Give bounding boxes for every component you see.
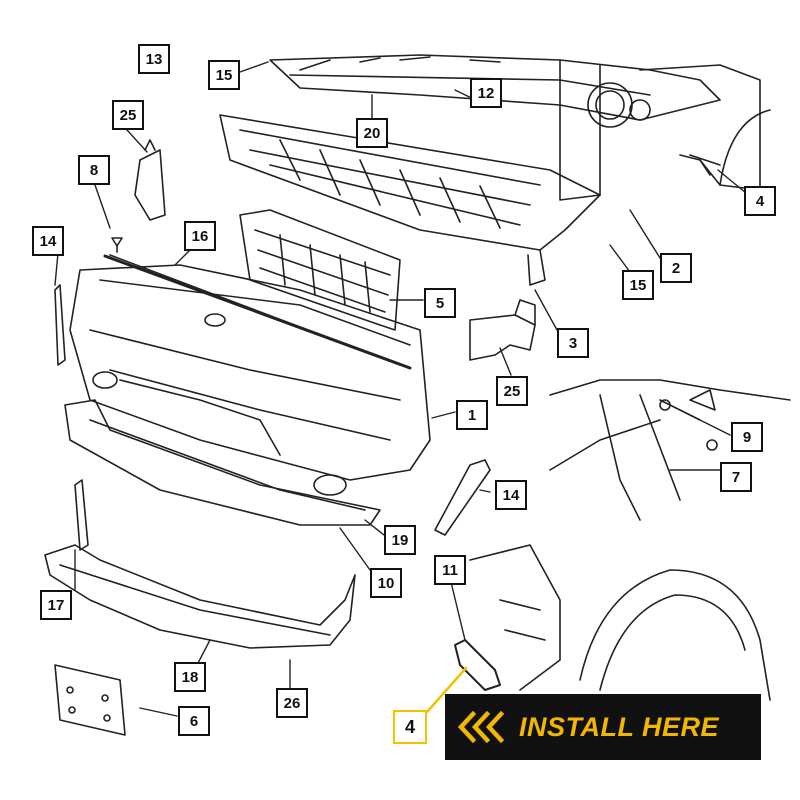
front-splitter (44, 544, 356, 649)
callout-20: 20 (356, 118, 388, 148)
triple-chevron-left-icon (457, 710, 505, 744)
clip-8 (111, 237, 123, 253)
callout-14-left: 14 (32, 226, 64, 256)
callout-5: 5 (424, 288, 456, 318)
callout-11: 11 (434, 555, 466, 585)
upper-molding (103, 254, 412, 370)
detail-inset-wheel-arch (469, 544, 771, 701)
callout-25-upper: 25 (112, 100, 144, 130)
callout-10: 10 (370, 568, 402, 598)
install-leader-line (425, 666, 468, 714)
callout-26: 26 (276, 688, 308, 718)
callout-25-lower: 25 (496, 376, 528, 406)
callout-12: 12 (470, 78, 502, 108)
callout-18: 18 (174, 662, 206, 692)
callout-4-upper: 4 (744, 186, 776, 216)
callout-13: 13 (138, 44, 170, 74)
callout-15-lower: 15 (622, 270, 654, 300)
detail-inset-upper (549, 379, 791, 521)
side-marker-right (434, 459, 491, 536)
license-plate-bracket (54, 664, 126, 736)
callout-8: 8 (78, 155, 110, 185)
callout-1: 1 (456, 400, 488, 430)
bumper-reinforcement-beam (269, 54, 721, 201)
bracket-17 (74, 479, 89, 551)
install-here-banner: INSTALL HERE (445, 694, 761, 760)
lower-valance (64, 399, 381, 526)
callout-7: 7 (720, 462, 752, 492)
install-here-text: INSTALL HERE (519, 711, 720, 742)
fascia-bracket-4 (454, 639, 501, 691)
side-marker-left (54, 284, 66, 366)
callout-14-right: 14 (495, 480, 527, 510)
callout-6: 6 (178, 706, 210, 736)
callout-19: 19 (384, 525, 416, 555)
callout-17: 17 (40, 590, 72, 620)
callout-15-upper: 15 (208, 60, 240, 90)
callout-9: 9 (731, 422, 763, 452)
bracket-25-upper (134, 139, 166, 221)
callout-4-install: 4 (393, 710, 427, 744)
front-fender (639, 64, 771, 191)
callout-2: 2 (660, 253, 692, 283)
callout-3: 3 (557, 328, 589, 358)
bracket-25-lower (469, 299, 536, 361)
energy-absorber (219, 114, 601, 286)
callout-16: 16 (184, 221, 216, 251)
